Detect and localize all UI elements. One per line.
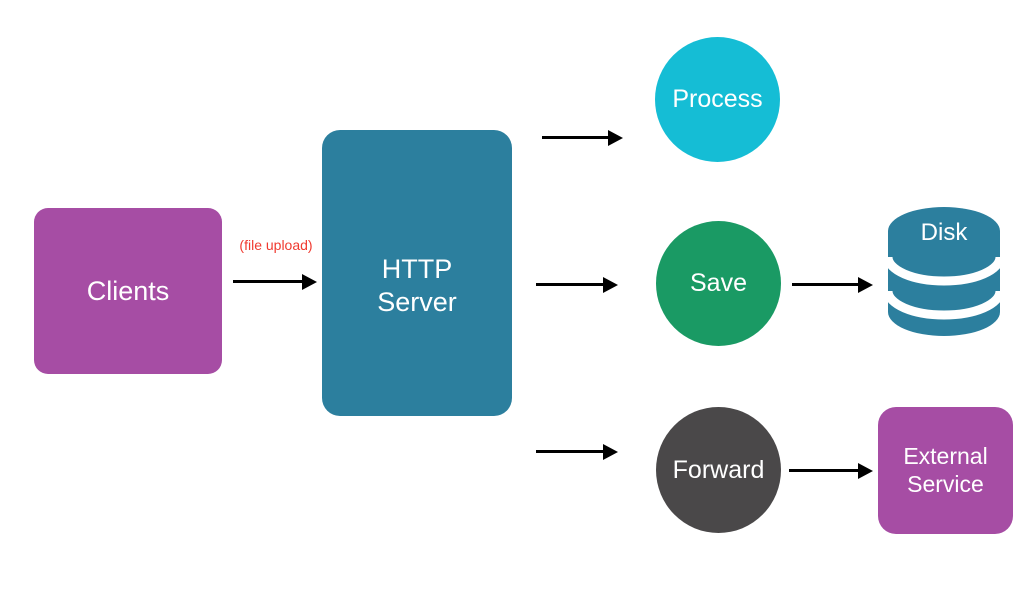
node-http-server: HTTP Server: [322, 130, 512, 416]
node-http-server-label-line1: HTTP: [381, 254, 453, 285]
node-process-label: Process: [672, 85, 763, 113]
node-save: Save: [656, 221, 781, 346]
arrow-forward-to-external-service: [789, 469, 858, 472]
node-clients: Clients: [34, 208, 222, 374]
node-save-label: Save: [690, 269, 747, 297]
arrow-http-server-to-forward: [536, 450, 603, 453]
node-clients-label: Clients: [86, 275, 170, 306]
arrow-clients-to-http-server: [233, 280, 302, 283]
node-external-service-label-line1: External: [903, 443, 988, 470]
node-disk: Disk: [888, 207, 1000, 336]
node-disk-label: Disk: [921, 219, 969, 246]
edge-label-file-upload: (file upload): [239, 237, 313, 253]
node-forward-label: Forward: [672, 455, 765, 484]
node-forward: Forward: [656, 407, 781, 533]
arrow-save-to-disk: [792, 283, 858, 286]
node-process: Process: [655, 37, 780, 162]
node-external-service: External Service: [878, 407, 1013, 534]
database-icon: [888, 207, 1000, 336]
node-http-server-label: HTTP Server: [377, 253, 457, 319]
node-external-service-label-line2: Service: [907, 470, 984, 497]
database-stripe-2: [888, 290, 1000, 320]
arrow-http-server-to-save: [536, 283, 603, 286]
arrow-http-server-to-process: [542, 136, 608, 139]
node-external-service-label: External Service: [903, 443, 987, 497]
database-stripe-1: [888, 256, 1000, 286]
node-http-server-label-line2: Server: [377, 287, 457, 317]
